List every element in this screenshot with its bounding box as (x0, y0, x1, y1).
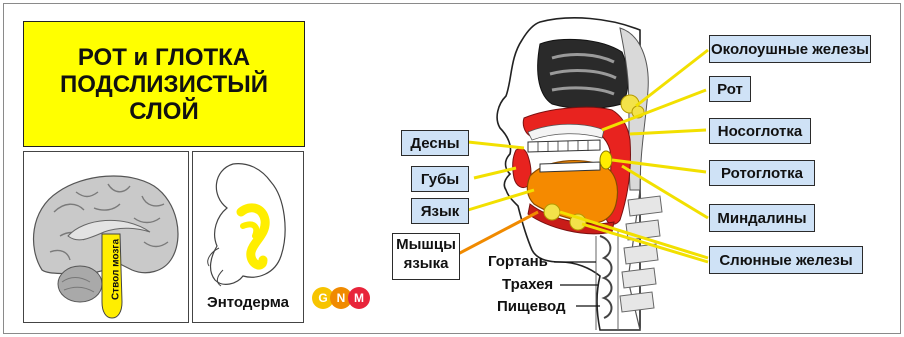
label-gums: Десны (401, 130, 469, 156)
label-tongue: Язык (411, 198, 469, 224)
tonsil (600, 151, 612, 169)
label-parotid: Околоушные железы (709, 35, 871, 63)
label-tonsils: Миндалины (709, 204, 815, 232)
label-mouth: Рот (709, 76, 751, 102)
label-oropharynx: Ротоглотка (709, 160, 815, 186)
label-esophagus: Пищевод (497, 298, 566, 315)
label-larynx: Гортань (488, 253, 548, 270)
salivary-gland-1 (544, 204, 560, 220)
label-trachea: Трахея (502, 276, 553, 293)
label-nasopharynx: Носоглотка (709, 118, 811, 144)
label-lips: Губы (411, 166, 469, 192)
label-tongue-muscles-line-2: языка (393, 254, 459, 273)
label-tongue-muscles-line-1: Мышцы (393, 235, 459, 254)
label-salivary: Слюнные железы (709, 246, 863, 274)
label-tongue-muscles: Мышцы языка (392, 233, 460, 280)
